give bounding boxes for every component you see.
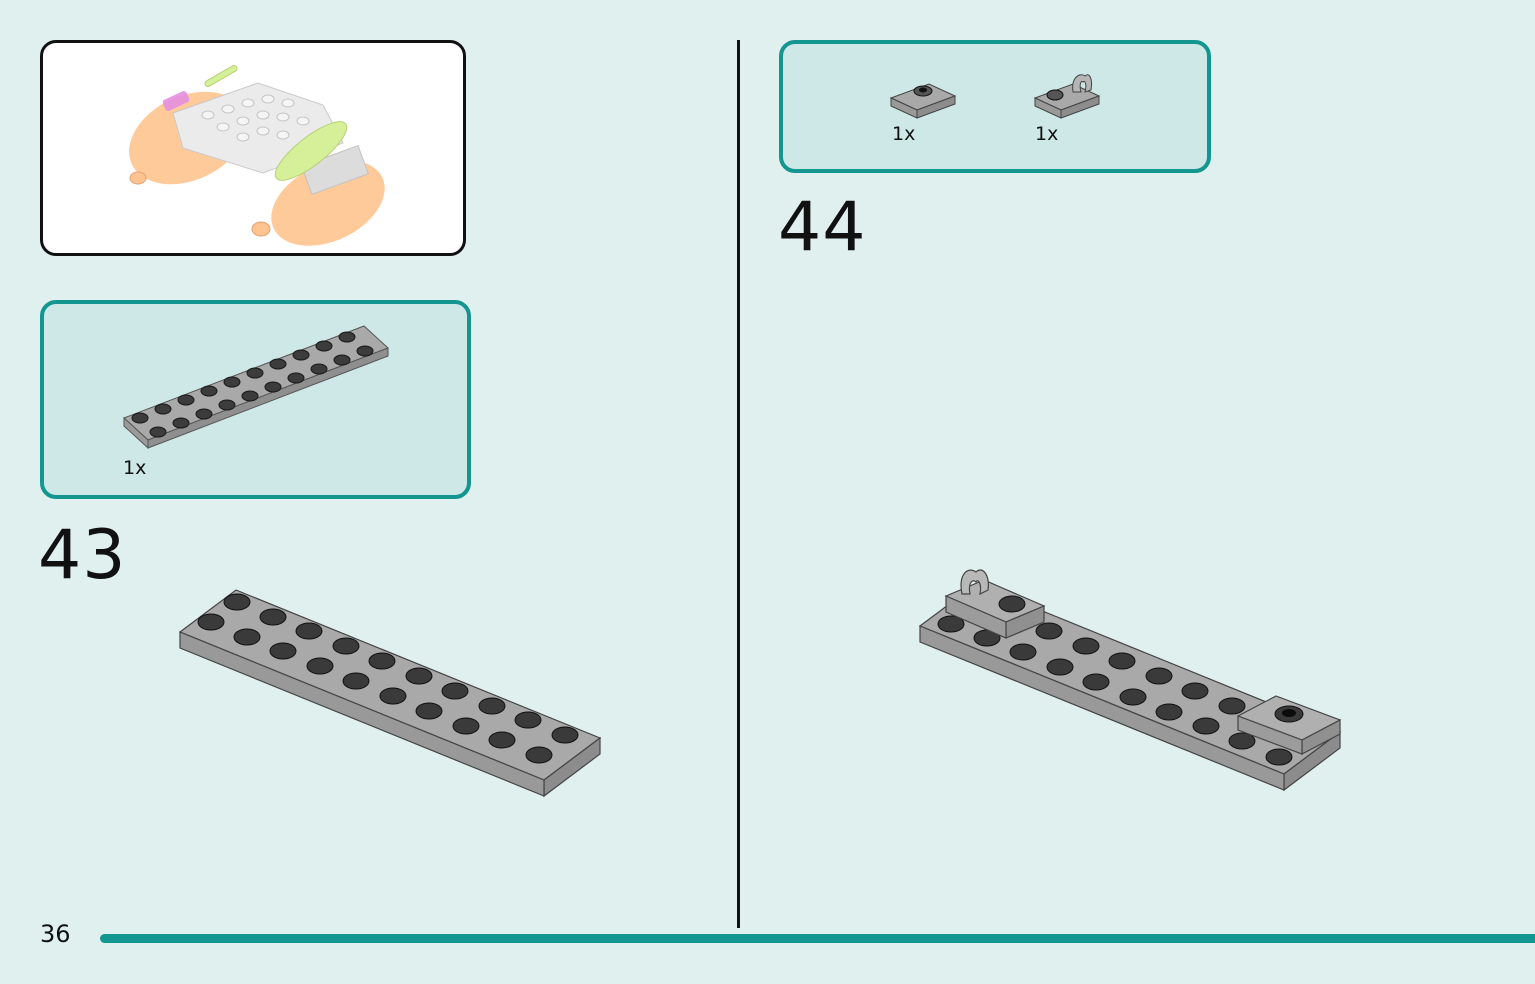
page-number: 36 xyxy=(40,920,71,948)
plate-2x10-gray-part xyxy=(123,325,389,450)
step-number: 43 xyxy=(38,516,127,595)
plate-1x2-clip-gray-part xyxy=(1033,74,1101,119)
part-quantity: 1x xyxy=(123,457,147,479)
footer-bar xyxy=(100,934,1535,943)
step-number: 44 xyxy=(778,188,867,267)
catamaran-model-illustration xyxy=(129,65,385,246)
step-43-assembly-illustration xyxy=(178,589,602,798)
model-overview-box xyxy=(40,40,466,256)
part-quantity: 1x xyxy=(892,123,916,145)
plate-1x2-jumper-gray-part xyxy=(889,83,957,119)
page-divider xyxy=(737,40,740,928)
step-44-parts-box xyxy=(779,40,1211,173)
part-quantity: 1x xyxy=(1035,123,1059,145)
step-44-assembly-illustration xyxy=(918,569,1342,792)
